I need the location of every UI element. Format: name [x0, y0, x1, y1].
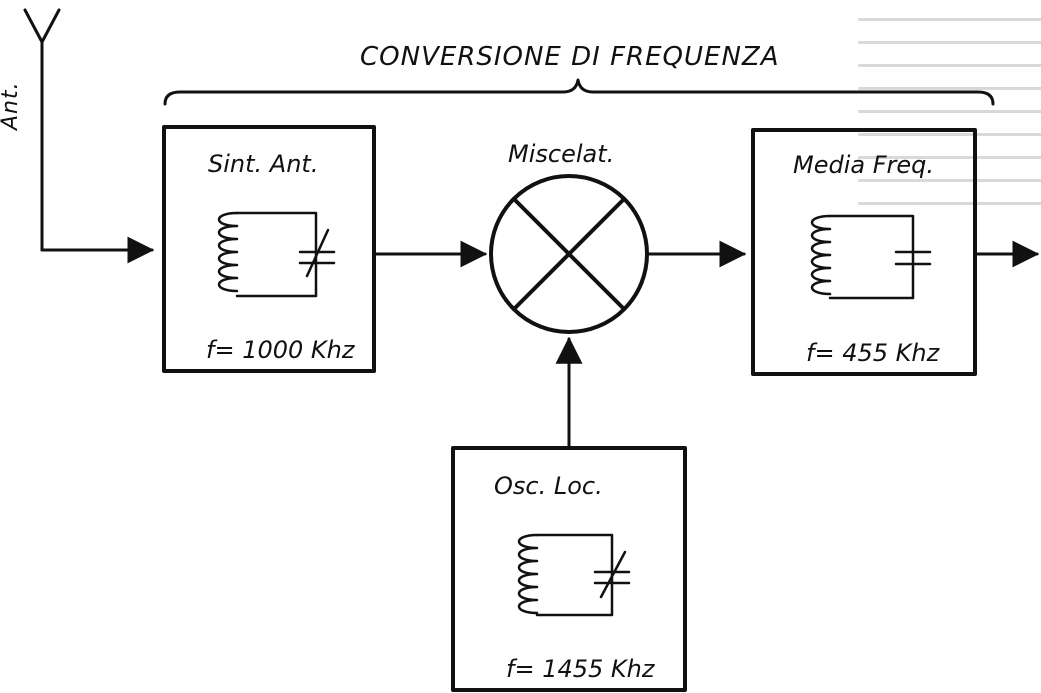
local-oscillator-label: Osc. Loc.: [494, 472, 603, 500]
tuned-circuit-variable-icon: [217, 211, 336, 298]
mixer-symbol: [489, 174, 649, 334]
tuned-circuit-variable-icon: [517, 533, 631, 617]
if-block: [751, 128, 977, 376]
bleed-through-text: [858, 0, 1041, 400]
antenna-label: Ant.: [0, 81, 23, 130]
diagram-title: CONVERSIONE DI FREQUENZA: [360, 42, 780, 72]
antenna-icon: [23, 8, 155, 264]
if-label: Media Freq.: [793, 151, 935, 179]
input-tuning-label: Sint. Ant.: [208, 150, 319, 178]
input-tuning-frequency: f= 1000 Khz: [206, 336, 355, 364]
tuned-circuit-fixed-icon: [810, 214, 932, 300]
local-oscillator-frequency: f= 1455 Khz: [506, 655, 655, 683]
conversion-brace: [163, 78, 995, 106]
if-frequency: f= 455 Khz: [806, 339, 940, 367]
local-oscillator-block: [451, 446, 687, 692]
input-tuning-block: [162, 125, 376, 373]
mixer-label: Miscelat.: [508, 140, 615, 168]
